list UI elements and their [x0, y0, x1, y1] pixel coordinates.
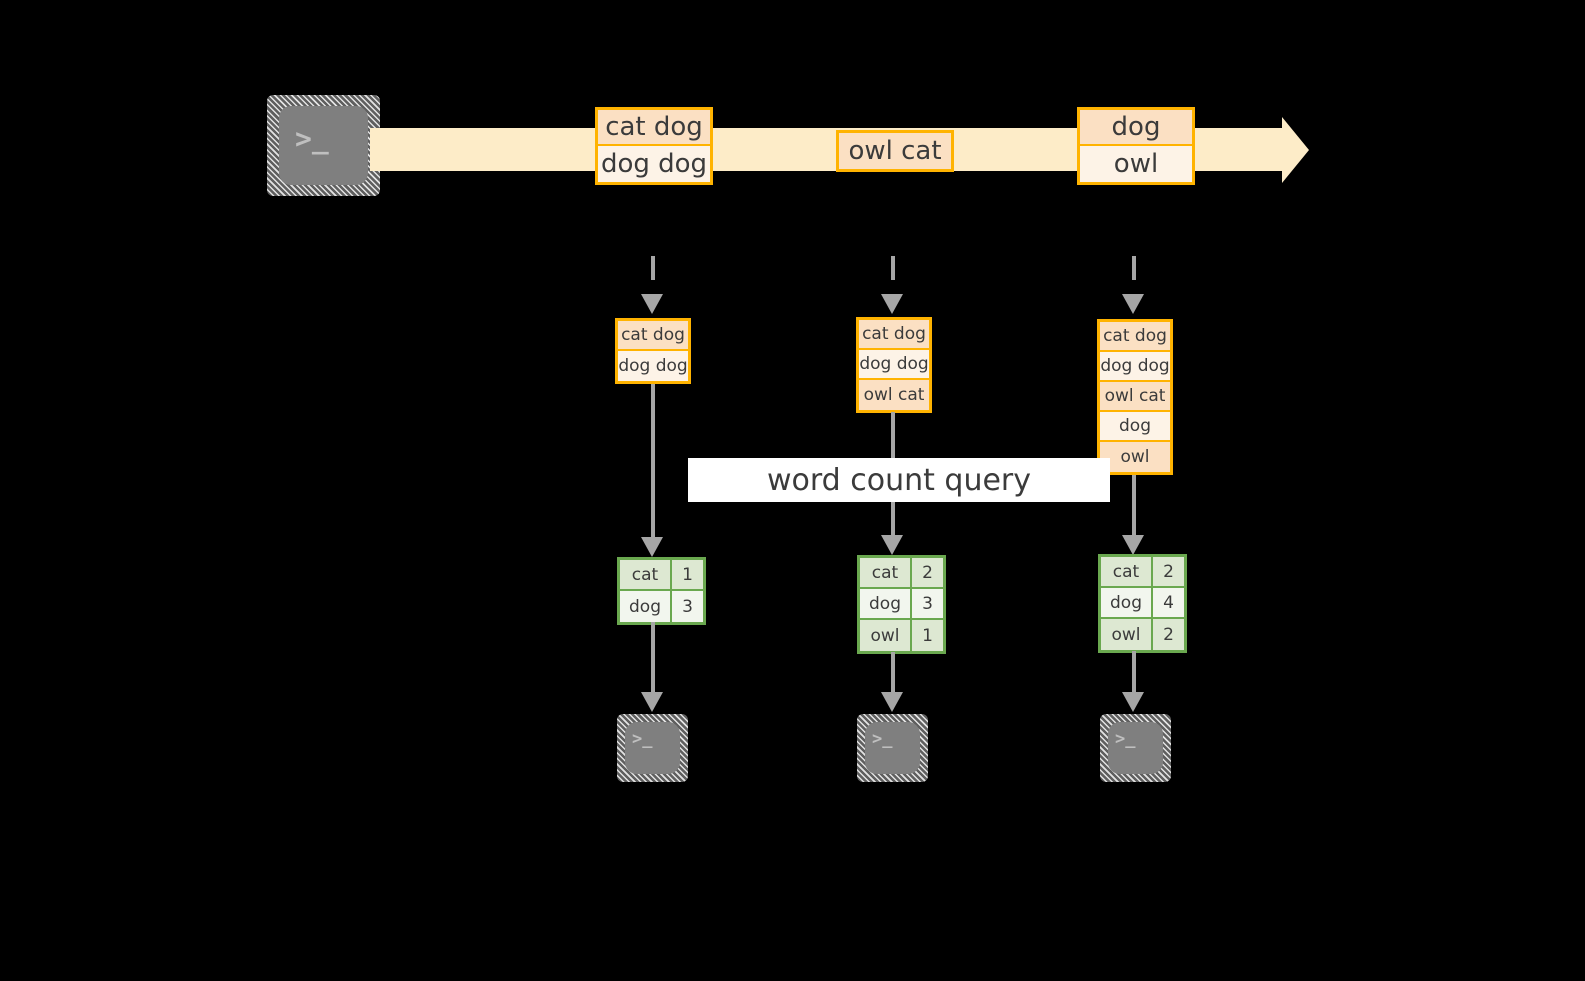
result-row: cat 2 [1101, 557, 1184, 588]
stream-to-snapshot-arrowhead-3 [1122, 294, 1144, 314]
snapshot-to-result-arrowhead-2 [881, 535, 903, 555]
result-to-consumer-line-3 [1132, 651, 1136, 694]
terminal-prompt-glyph: >_ [1115, 729, 1136, 749]
terminal-face [279, 106, 368, 185]
consumer-terminal-icon-1: >_ [617, 714, 688, 782]
result-count: 1 [912, 620, 943, 651]
result-word: cat [860, 558, 912, 587]
snapshot-row: cat dog [859, 320, 929, 350]
result-word: owl [860, 620, 912, 651]
result-count: 3 [672, 591, 703, 622]
result-row: dog 3 [860, 589, 943, 620]
snapshot-table-1: cat dog dog dog [615, 318, 691, 384]
result-row: dog 3 [620, 591, 703, 622]
stream-message-cell: owl [1080, 146, 1192, 182]
snapshot-row: dog dog [1100, 352, 1170, 382]
snapshot-row: owl cat [1100, 382, 1170, 412]
result-count: 1 [672, 560, 703, 589]
result-to-consumer-arrowhead-1 [641, 692, 663, 712]
stream-to-snapshot-line-2 [891, 256, 895, 296]
terminal-prompt-glyph: >_ [295, 122, 329, 155]
snapshot-table-3: cat dog dog dog owl cat dog owl [1097, 319, 1173, 475]
stream-message-cell: owl cat [839, 133, 951, 169]
terminal-face [1108, 722, 1163, 774]
result-to-consumer-line-2 [891, 652, 895, 694]
producer-terminal-icon: >_ [267, 95, 380, 196]
stream-to-snapshot-line-1 [651, 256, 655, 296]
result-count: 4 [1153, 588, 1184, 617]
snapshot-row: cat dog [1100, 322, 1170, 352]
result-table-1: cat 1 dog 3 [617, 557, 706, 625]
result-row: cat 1 [620, 560, 703, 591]
consumer-terminal-icon-2: >_ [857, 714, 928, 782]
snapshot-to-result-line-3 [1132, 475, 1136, 537]
result-count: 2 [912, 558, 943, 587]
result-row: dog 4 [1101, 588, 1184, 619]
stream-to-snapshot-arrowhead-2 [881, 294, 903, 314]
stream-message-group-1: cat dog dog dog [595, 107, 713, 185]
result-count: 2 [1153, 619, 1184, 650]
result-word: cat [620, 560, 672, 589]
stream-to-snapshot-arrowhead-1 [641, 294, 663, 314]
snapshot-to-result-arrowhead-1 [641, 537, 663, 557]
result-count: 2 [1153, 557, 1184, 586]
consumer-terminal-icon-3: >_ [1100, 714, 1171, 782]
result-word: dog [860, 589, 912, 618]
stream-message-cell: cat dog [598, 110, 710, 146]
terminal-prompt-glyph: >_ [632, 729, 653, 749]
query-label: word count query [688, 458, 1110, 502]
result-to-consumer-line-1 [651, 622, 655, 694]
result-row: cat 2 [860, 558, 943, 589]
result-to-consumer-arrowhead-2 [881, 692, 903, 712]
snapshot-row: dog dog [859, 350, 929, 380]
result-table-2: cat 2 dog 3 owl 1 [857, 555, 946, 654]
snapshot-to-result-arrowhead-3 [1122, 535, 1144, 555]
terminal-face [625, 722, 680, 774]
result-word: owl [1101, 619, 1153, 650]
result-word: dog [620, 591, 672, 622]
stream-message-cell: dog dog [598, 146, 710, 182]
snapshot-table-2: cat dog dog dog owl cat [856, 317, 932, 413]
stream-message-group-3: dog owl [1077, 107, 1195, 185]
terminal-face [865, 722, 920, 774]
result-count: 3 [912, 589, 943, 618]
result-word: cat [1101, 557, 1153, 586]
terminal-prompt-glyph: >_ [872, 729, 893, 749]
query-label-text: word count query [766, 462, 1032, 498]
stream-message-group-2: owl cat [836, 130, 954, 172]
stream-to-snapshot-line-3 [1132, 256, 1136, 296]
result-word: dog [1101, 588, 1153, 617]
stream-arrow-head [1282, 117, 1312, 183]
stream-message-cell: dog [1080, 110, 1192, 146]
snapshot-row: cat dog [618, 321, 688, 351]
result-table-3: cat 2 dog 4 owl 2 [1098, 554, 1187, 653]
snapshot-row: owl [1100, 442, 1170, 472]
snapshot-row: dog dog [618, 351, 688, 381]
snapshot-row: dog [1100, 412, 1170, 442]
result-to-consumer-arrowhead-3 [1122, 692, 1144, 712]
snapshot-row: owl cat [859, 380, 929, 410]
result-row: owl 1 [860, 620, 943, 651]
result-row: owl 2 [1101, 619, 1184, 650]
snapshot-to-result-line-1 [651, 384, 655, 539]
